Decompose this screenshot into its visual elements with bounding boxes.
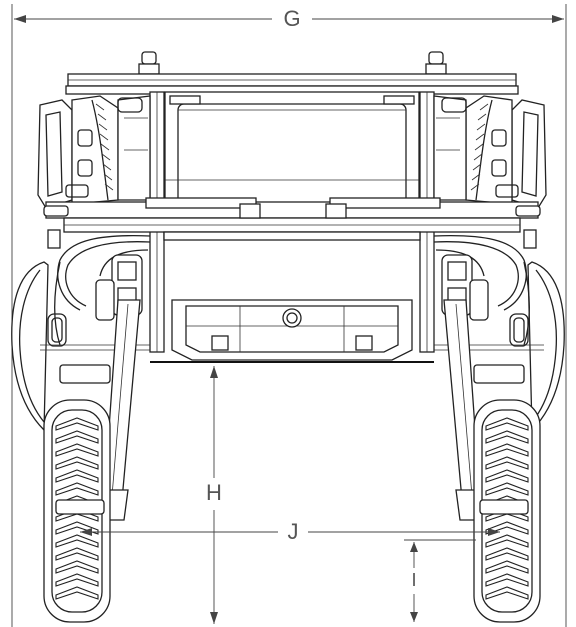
- wheel-left: [43, 399, 111, 623]
- fender-left: [11, 261, 67, 432]
- leg-right: [443, 299, 525, 521]
- dimension-i: I: [404, 539, 476, 622]
- cab: [164, 91, 420, 213]
- dimension-h-label: H: [206, 480, 222, 505]
- dimension-j: J: [80, 519, 500, 544]
- wheel-left-tread: [55, 417, 99, 600]
- dimension-j-label: J: [288, 519, 299, 544]
- beacon-right: [425, 51, 447, 75]
- boom-right: [433, 95, 547, 209]
- dimension-g-label: G: [283, 6, 300, 31]
- wheel-right-tread: [485, 417, 529, 600]
- fender-right: [509, 261, 565, 432]
- boom-left: [37, 95, 151, 209]
- cross-beam: [43, 197, 541, 249]
- center-chassis: [150, 231, 434, 363]
- top-rail: [65, 73, 519, 95]
- dimension-h: H: [206, 366, 222, 624]
- dimension-i-label: I: [411, 570, 416, 590]
- beacon-left: [138, 51, 160, 75]
- wheel-right: [473, 399, 541, 623]
